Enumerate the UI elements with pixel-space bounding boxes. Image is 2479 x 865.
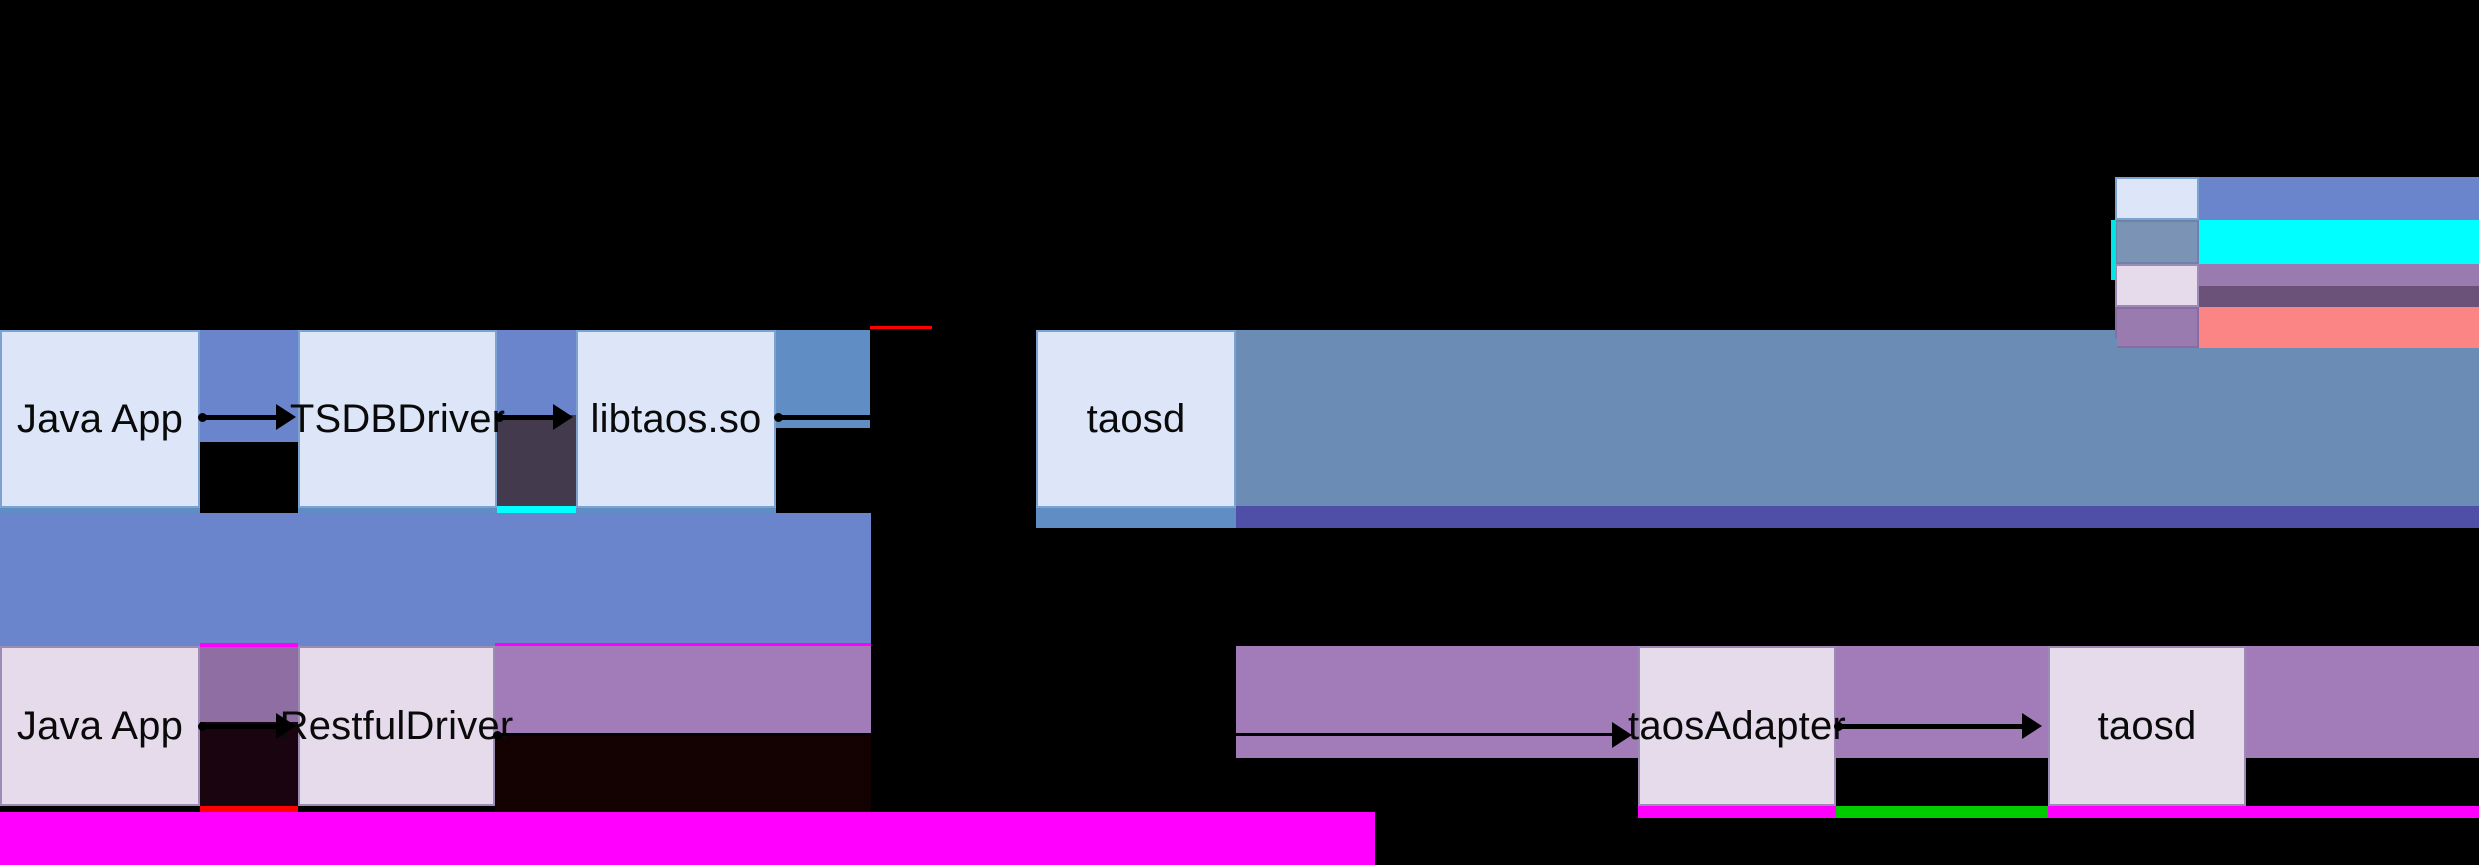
- node-label: Java App: [16, 704, 184, 748]
- band-dark-rest-2: [495, 733, 871, 814]
- connector-arrowhead-restfuldriver: [276, 713, 296, 739]
- connector-arrowhead-taosadapter: [1612, 722, 1632, 748]
- legend-bar-salmon: [2199, 307, 2479, 348]
- legend: [2115, 177, 2479, 348]
- node-taosd-native[interactable]: taosd: [1036, 330, 1236, 508]
- fragment-steel-legend-edge: [2099, 338, 2117, 348]
- band-steel-taosd-left: [1236, 330, 1870, 508]
- connector-line-javarest-to-restful: [202, 724, 284, 729]
- connector-line-restful-to-adapter: [497, 733, 1617, 736]
- strip-indigo-row1-right: [1236, 506, 2479, 528]
- legend-swatch-blue-steel[interactable]: [2115, 220, 2199, 264]
- fragment-cyan-legend-edge: [2111, 220, 2116, 280]
- node-libtaos-so[interactable]: libtaos.so: [576, 330, 776, 508]
- node-tsdbdriver[interactable]: TSDBDriver: [290, 330, 505, 508]
- node-label: taosd: [1086, 397, 1186, 441]
- connector-arrowhead-tsdb: [276, 404, 296, 430]
- node-label: taosd: [2097, 704, 2197, 748]
- legend-bar-periwinkle: [2199, 177, 2479, 220]
- band-magenta-floor: [0, 812, 1375, 865]
- legend-swatch-purple-light[interactable]: [2115, 264, 2199, 307]
- band-mauve-rest-3: [1236, 646, 1368, 758]
- rule-magenta-rest-left: [200, 643, 298, 647]
- rule-magenta-rest-mid: [495, 643, 871, 646]
- legend-swatch-purple-dark[interactable]: [2115, 307, 2199, 348]
- band-steel-top-right: [776, 330, 870, 428]
- legend-bar-darkplum: [2199, 286, 2479, 307]
- node-restfuldriver[interactable]: RestfulDriver: [280, 646, 513, 806]
- band-mauve-rest-4: [1368, 646, 2479, 758]
- node-label: Java App: [16, 397, 184, 441]
- connector-line-java-to-tsdb: [202, 415, 284, 420]
- rule-red-top: [870, 326, 932, 329]
- connector-line-tsdb-to-libtaos: [499, 415, 561, 420]
- node-taosadapter[interactable]: taosAdapter: [1628, 646, 1846, 806]
- legend-bar-cyan: [2199, 220, 2479, 264]
- connector-arrowhead-taosd-rest: [2022, 713, 2042, 739]
- node-label: taosAdapter: [1628, 704, 1846, 748]
- strip-slate-row1-taosd: [1036, 506, 1236, 528]
- node-taosd-rest[interactable]: taosd: [2048, 646, 2246, 806]
- band-dark-plum-tsdb: [497, 415, 576, 515]
- connector-arrowhead-libtaos: [553, 404, 573, 430]
- strip-magenta-taosadapter: [1638, 806, 1836, 818]
- band-steel-taosd-right: [1870, 330, 2479, 508]
- node-label: TSDBDriver: [289, 397, 506, 441]
- node-java-app-rest[interactable]: Java App: [0, 646, 200, 806]
- band-periwinkle-middle: [0, 513, 871, 646]
- node-label: libtaos.so: [590, 397, 762, 441]
- connector-line-adapter-to-taosd: [1838, 724, 2028, 729]
- connector-line-libtaos-to-taosd: [778, 415, 1033, 420]
- connector-arrowhead-taosd-native: [1016, 404, 1036, 430]
- node-java-app-native[interactable]: Java App: [0, 330, 200, 508]
- legend-bar-mauve: [2199, 264, 2479, 286]
- strip-magenta-taosd-rest: [2048, 806, 2479, 818]
- legend-swatch-blue-light[interactable]: [2115, 177, 2199, 220]
- strip-green-connector: [1836, 806, 2048, 818]
- strip-red-rest-1: [200, 806, 298, 816]
- node-label: RestfulDriver: [279, 704, 514, 748]
